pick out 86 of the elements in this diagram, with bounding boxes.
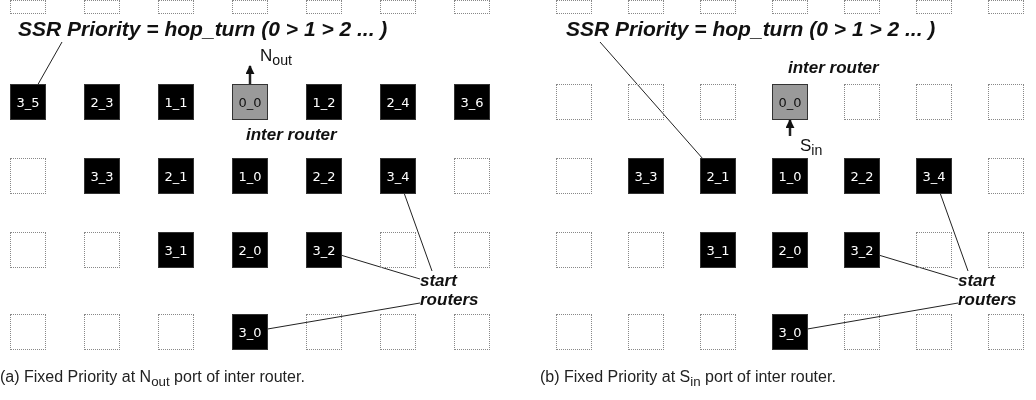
empty-router-box [844, 84, 880, 120]
arrow [785, 119, 795, 136]
router-box: 2_1 [700, 158, 736, 194]
port-label: N$_{out}$ [246, 46, 296, 66]
router-box: 3_1 [158, 232, 194, 268]
router-box: 3_2 [306, 232, 342, 268]
router-box: 1_0 [772, 158, 808, 194]
router-box: 3_4 [916, 158, 952, 194]
empty-router-box [628, 84, 664, 120]
empty-router-box [988, 158, 1024, 194]
empty-router-box [916, 0, 952, 14]
router-box: 3_0 [232, 314, 268, 350]
empty-router-box [988, 0, 1024, 14]
empty-router-box [10, 0, 46, 14]
empty-router-box [84, 232, 120, 268]
leader-line [807, 302, 959, 330]
empty-router-box [380, 0, 416, 14]
router-box: 0_0 [232, 84, 268, 120]
router-box: 2_2 [306, 158, 342, 194]
empty-router-box [844, 0, 880, 14]
empty-router-box [772, 0, 808, 14]
empty-router-box [556, 314, 592, 350]
empty-router-box [84, 314, 120, 350]
empty-router-box [700, 84, 736, 120]
empty-router-box [988, 314, 1024, 350]
empty-router-box [556, 158, 592, 194]
router-box: 3_6 [454, 84, 490, 120]
empty-router-box [158, 314, 194, 350]
router-box: 1_2 [306, 84, 342, 120]
empty-router-box [306, 314, 342, 350]
empty-router-box [988, 84, 1024, 120]
router-caption: inter router [788, 58, 879, 78]
empty-router-box [10, 314, 46, 350]
router-box: 3_4 [380, 158, 416, 194]
empty-router-box [700, 314, 736, 350]
empty-router-box [380, 232, 416, 268]
empty-router-box [158, 0, 194, 14]
empty-router-box [84, 0, 120, 14]
empty-router-box [454, 0, 490, 14]
empty-router-box [454, 314, 490, 350]
leader-line [37, 41, 63, 85]
router-box: 2_0 [232, 232, 268, 268]
arrow [245, 65, 255, 84]
empty-router-box [556, 84, 592, 120]
router-box: 3_2 [844, 232, 880, 268]
empty-router-box [232, 0, 268, 14]
figure-caption: (b) Fixed Priority at S$_{in}$ port of inter router. [540, 368, 836, 390]
empty-router-box [454, 158, 490, 194]
router-box: 3_3 [84, 158, 120, 194]
leader-line [403, 193, 433, 272]
empty-router-box [306, 0, 342, 14]
empty-router-box [628, 232, 664, 268]
router-caption: inter router [246, 125, 337, 145]
empty-router-box [10, 158, 46, 194]
router-box: 2_3 [84, 84, 120, 120]
empty-router-box [628, 0, 664, 14]
leader-line [879, 254, 959, 280]
router-box: 1_1 [158, 84, 194, 120]
empty-router-box [700, 0, 736, 14]
router-box: 2_1 [158, 158, 194, 194]
empty-router-box [916, 232, 952, 268]
empty-router-box [380, 314, 416, 350]
router-box: 3_5 [10, 84, 46, 120]
empty-router-box [916, 84, 952, 120]
empty-router-box [916, 314, 952, 350]
empty-router-box [628, 314, 664, 350]
router-box: 0_0 [772, 84, 808, 120]
leader-line [267, 302, 421, 330]
empty-router-box [988, 232, 1024, 268]
leader-line [341, 254, 421, 280]
router-box: 3_0 [772, 314, 808, 350]
leader-line [599, 41, 703, 159]
router-box: 2_2 [844, 158, 880, 194]
port-label: S$_{in}$ [786, 136, 832, 156]
router-box: 3_1 [700, 232, 736, 268]
router-box: 2_0 [772, 232, 808, 268]
empty-router-box [844, 314, 880, 350]
empty-router-box [454, 232, 490, 268]
router-box: 2_4 [380, 84, 416, 120]
figure-caption: (a) Fixed Priority at N$_{out}$ port of inter router. [0, 368, 305, 390]
router-box: 1_0 [232, 158, 268, 194]
empty-router-box [556, 232, 592, 268]
empty-router-box [10, 232, 46, 268]
empty-router-box [556, 0, 592, 14]
router-box: 3_3 [628, 158, 664, 194]
leader-line [939, 193, 969, 272]
